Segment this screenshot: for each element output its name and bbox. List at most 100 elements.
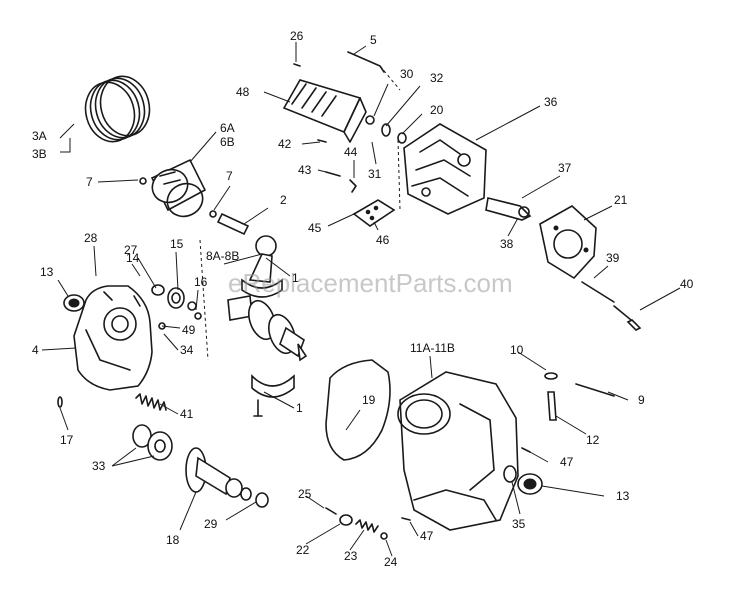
rod-cap <box>251 374 295 417</box>
callout-11: 11A-11B <box>410 341 455 355</box>
rocker-arm <box>349 179 357 193</box>
callout-27: 27 <box>124 243 138 257</box>
oil-fill-plug <box>401 517 411 521</box>
piston-pin-clip <box>209 210 217 218</box>
callout-10: 10 <box>510 343 524 357</box>
thrust-washer <box>255 492 269 508</box>
callout-40: 40 <box>680 277 694 291</box>
callout-6a: 6A <box>220 121 235 135</box>
callout-45: 45 <box>308 221 322 235</box>
crankcase-bearing <box>503 465 517 483</box>
valve-seal <box>397 132 407 144</box>
callout-19: 19 <box>362 393 376 407</box>
callout-18: 18 <box>166 533 180 547</box>
callout-7b: 7 <box>226 169 233 183</box>
long-bolt <box>347 51 385 73</box>
callout-9: 9 <box>638 393 645 407</box>
callout-7a: 7 <box>86 175 93 189</box>
main-bearings <box>132 424 173 461</box>
connecting-rod <box>241 235 283 298</box>
cylinder-shroud <box>282 79 367 143</box>
seal <box>151 284 165 296</box>
head-gasket <box>539 205 597 280</box>
callout-43: 43 <box>298 163 312 177</box>
callout-39: 39 <box>606 251 620 265</box>
callout-48: 48 <box>236 85 250 99</box>
callout-1a: 1 <box>292 271 299 285</box>
callout-14: 14 <box>126 251 140 265</box>
camshaft <box>185 447 252 501</box>
watermark-text: eReplacementParts.com <box>228 268 513 298</box>
callout-42: 42 <box>278 137 292 151</box>
callout-35: 35 <box>512 517 526 531</box>
relief-valve <box>339 514 353 526</box>
callout-23: 23 <box>344 549 358 563</box>
crankcase-block <box>397 371 519 531</box>
callout-26: 26 <box>290 29 304 43</box>
callout-33: 33 <box>92 459 106 473</box>
callout-44: 44 <box>344 145 358 159</box>
governor-lever <box>547 391 557 421</box>
callout-38: 38 <box>500 237 514 251</box>
crankcase-gasket <box>325 359 391 461</box>
callout-24: 24 <box>384 555 398 569</box>
callout-4: 4 <box>32 343 39 357</box>
governor-spring <box>135 393 167 411</box>
valve-spring-retainer <box>365 115 375 125</box>
callout-28: 28 <box>84 231 98 245</box>
callout-1b: 1 <box>296 401 303 415</box>
piston <box>150 158 207 218</box>
callout-30: 30 <box>400 67 414 81</box>
callout-3a: 3A <box>32 129 47 143</box>
callout-21: 21 <box>614 193 628 207</box>
valve-spring <box>381 123 391 137</box>
callout-15: 15 <box>170 237 184 251</box>
callout-17: 17 <box>60 433 74 447</box>
callout-49: 49 <box>182 323 196 337</box>
callout-31: 31 <box>368 167 382 181</box>
callout-labels: 5 26 30 32 48 36 20 3A 3B 6A 6B 42 44 43… <box>32 29 694 569</box>
callout-6b: 6B <box>220 135 235 149</box>
callout-32: 32 <box>430 71 444 85</box>
callout-37: 37 <box>558 161 572 175</box>
bearing <box>167 287 185 309</box>
mounting-bolt <box>581 281 615 303</box>
cylinder-head <box>403 123 487 215</box>
callout-20: 20 <box>430 103 444 117</box>
callout-47a: 47 <box>560 455 574 469</box>
governor-washer <box>544 372 558 380</box>
governor-shaft <box>575 383 615 397</box>
piston-pin-clip <box>139 177 147 185</box>
callout-36: 36 <box>544 95 558 109</box>
callout-34: 34 <box>180 343 194 357</box>
callout-41: 41 <box>180 407 194 421</box>
callout-2: 2 <box>280 193 287 207</box>
callout-16: 16 <box>194 275 208 289</box>
callout-22: 22 <box>296 543 310 557</box>
washer <box>187 301 197 311</box>
bolt <box>194 312 202 320</box>
rocker-bolt <box>325 171 341 177</box>
breather-plate <box>352 199 396 227</box>
dowel-pin <box>57 396 63 408</box>
head-bolt <box>293 63 301 67</box>
oil-seal-right <box>517 473 543 495</box>
callout-13b: 13 <box>616 489 630 503</box>
lever-end <box>518 206 530 218</box>
relief-pin <box>325 507 337 515</box>
relief-spring <box>355 519 379 533</box>
crankshaft <box>227 295 308 362</box>
callout-5: 5 <box>370 33 377 47</box>
leader-lines <box>41 42 681 557</box>
piston-pin <box>216 212 250 236</box>
callout-12: 12 <box>586 433 600 447</box>
piston-rings <box>84 75 151 143</box>
callout-29: 29 <box>204 517 218 531</box>
long-mounting-bolt <box>613 305 642 331</box>
callout-46: 46 <box>376 233 390 247</box>
small-bolt <box>317 139 327 143</box>
callout-13a: 13 <box>40 265 54 279</box>
callout-8: 8A-8B <box>206 249 239 263</box>
oil-seal <box>63 294 85 312</box>
